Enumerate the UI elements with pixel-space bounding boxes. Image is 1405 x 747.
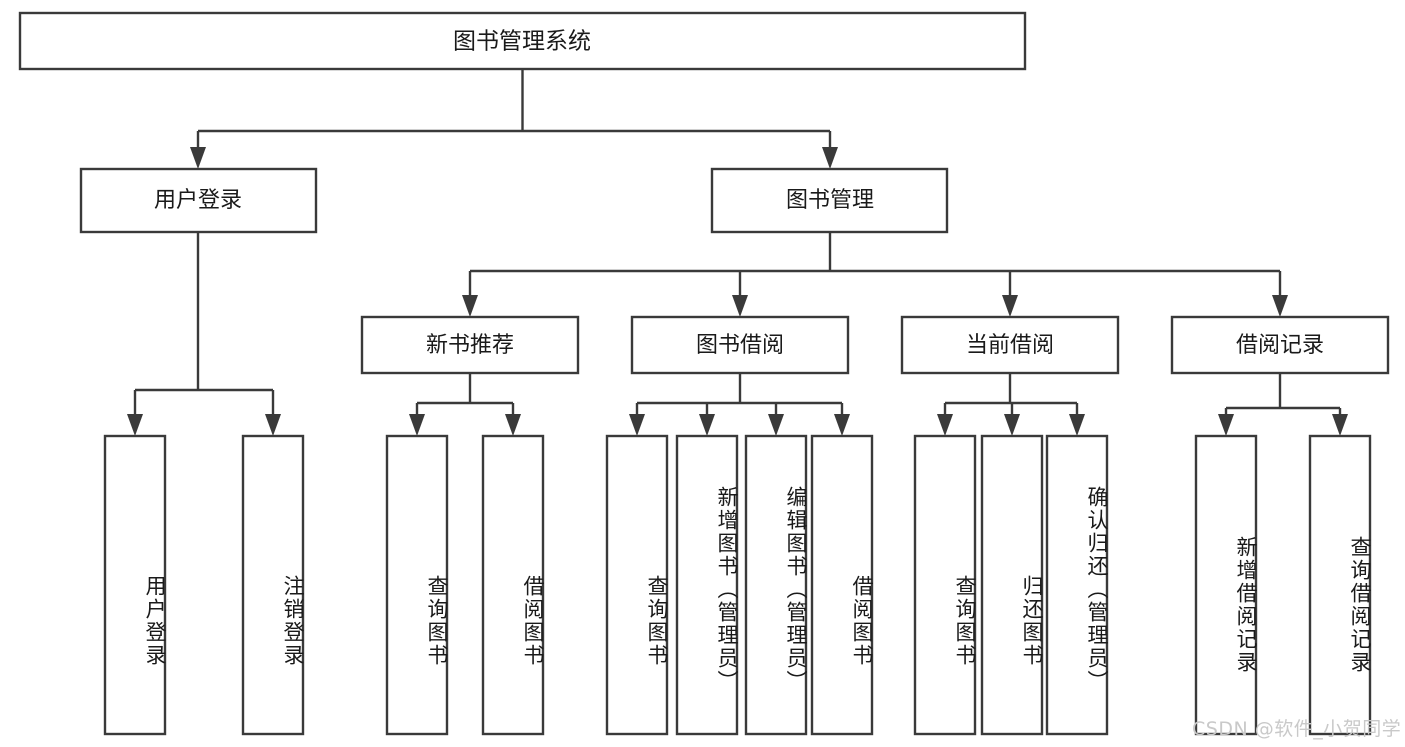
arrowhead-leaf-borrow-record-1 [1332,414,1348,436]
leaf-box-current-borrow-1[interactable] [980,434,1044,736]
arrowhead-leaf-current-borrow-0 [937,414,953,436]
connector-group-root [190,69,838,169]
arrowhead-leaf-current-borrow-2 [1069,414,1085,436]
arrowhead-leaf-current-borrow-1 [1004,414,1020,436]
connector-group-new-book-recommend [409,373,521,436]
arrowhead-current-borrow [1002,295,1018,317]
node-current-borrow-label: 当前借阅 [966,333,1054,358]
node-borrow-record-label: 借阅记录 [1236,333,1324,358]
connector-group-current-borrow [937,373,1085,436]
node-root-box[interactable] [18,11,1027,71]
leaf-box-user-login-0[interactable] [103,434,167,736]
node-book-manage-label: 图书管理 [786,188,874,213]
arrowhead-leaf-user-login-1 [265,414,281,436]
leaf-box-new-book-1[interactable] [481,434,545,736]
node-borrow-record[interactable]: 借阅记录 [1170,315,1390,375]
leaf-box-book-borrow-3[interactable] [810,434,874,736]
node-book-borrow-label: 图书借阅 [696,333,784,358]
arrowhead-leaf-book-borrow-2 [768,414,784,436]
arrowhead-leaf-user-login-0 [127,414,143,436]
arrowhead-leaf-book-borrow-3 [834,414,850,436]
node-book-manage[interactable]: 图书管理 [710,167,949,234]
arrowhead-leaf-book-borrow-0 [629,414,645,436]
node-new-book-recommend[interactable]: 新书推荐 [360,315,580,375]
leaf-box-new-book-0[interactable] [385,434,449,736]
arrowhead-book-borrow [732,295,748,317]
node-book-borrow-box[interactable] [630,315,850,375]
leaf-box-user-login-1[interactable] [241,434,305,736]
arrowhead-leaf-borrow-record-0 [1218,414,1234,436]
leaf-box-current-borrow-0[interactable] [913,434,977,736]
leaf-box-book-borrow-2[interactable] [744,434,808,736]
leaf-box-book-borrow-1[interactable] [675,434,739,736]
csdn-watermark: CSDN @软件_小贺同学 [1192,718,1402,740]
node-current-borrow-box[interactable] [900,315,1120,375]
connector-group-user-login [127,232,281,436]
arrowhead-new-book-recommend [462,295,478,317]
leaf-box-borrow-record-1[interactable] [1308,434,1372,736]
arrowhead-leaf-new-book-1 [505,414,521,436]
node-root-label: 图书管理系统 [453,29,591,55]
arrowhead-leaf-new-book-0 [409,414,425,436]
node-current-borrow[interactable]: 当前借阅 [900,315,1120,375]
leaf-box-borrow-record-0[interactable] [1194,434,1258,736]
leaf-box-book-borrow-0[interactable] [605,434,669,736]
leaf-boxes-group [103,434,1372,736]
node-book-manage-box[interactable] [710,167,949,234]
arrowhead-user-login [190,147,206,169]
node-new-book-recommend-box[interactable] [360,315,580,375]
connector-group-book-borrow [629,373,850,436]
node-new-book-recommend-label: 新书推荐 [426,333,514,358]
arrowhead-leaf-book-borrow-1 [699,414,715,436]
node-borrow-record-box[interactable] [1170,315,1390,375]
node-user-login-box[interactable] [79,167,318,234]
node-user-login[interactable]: 用户登录 [79,167,318,234]
arrowhead-borrow-record [1272,295,1288,317]
connector-group-borrow-record [1218,373,1348,436]
connector-group-book-manage [462,232,1288,317]
leaf-box-current-borrow-2[interactable] [1045,434,1109,736]
node-user-login-label: 用户登录 [154,188,242,213]
node-book-borrow[interactable]: 图书借阅 [630,315,850,375]
node-root-system[interactable]: 图书管理系统 [18,11,1027,71]
arrowhead-book-manage [822,147,838,169]
